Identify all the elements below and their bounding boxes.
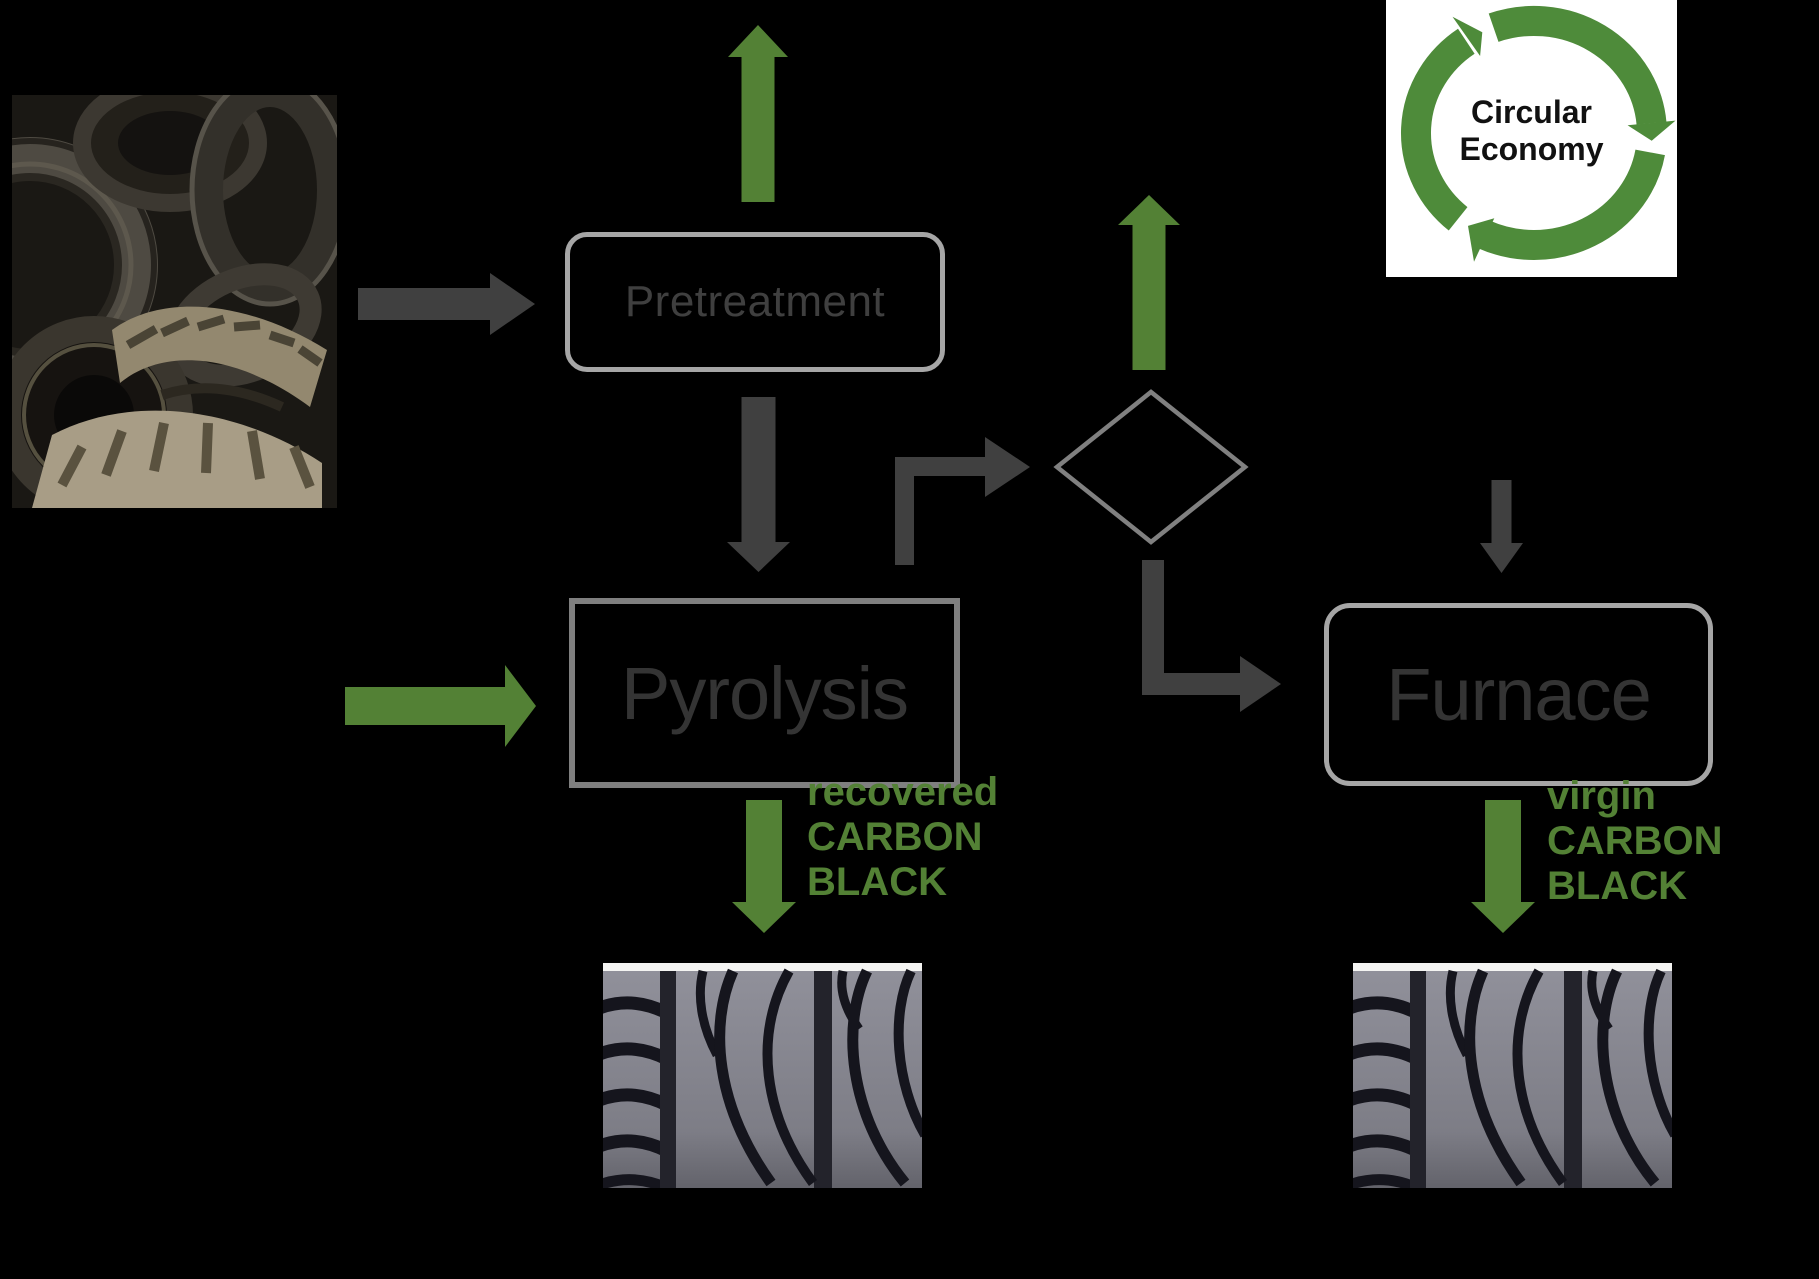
arrow-shape	[358, 273, 535, 335]
logo-line-1: Circular	[1471, 94, 1592, 130]
arrow-pyrolysis-to-tread-icon	[732, 800, 796, 933]
carbon-line: CARBON	[807, 815, 983, 859]
tire-tread-left-image	[603, 963, 922, 1188]
tread-lugs	[125, 314, 323, 367]
arrow-pretreatment-to-pyrolysis-icon	[727, 397, 790, 572]
virgin-carbon-black-label: virgin CARBON BLACK	[1547, 774, 1723, 909]
recovered-line: recovered	[807, 770, 999, 814]
tread-artwork	[603, 963, 922, 1188]
black-line: BLACK	[807, 860, 947, 904]
tire-tread-right-image	[1353, 963, 1672, 1188]
ring-arrowhead	[1627, 120, 1676, 141]
arrow-shape	[732, 800, 796, 933]
arrow-up-from-pretreatment-icon	[728, 25, 788, 202]
arrow-photo-to-pretreatment-icon	[358, 273, 535, 335]
pretreatment-box: Pretreatment	[565, 232, 945, 372]
furnace-box: Furnace	[1324, 603, 1713, 786]
waste-tires-photo	[12, 95, 337, 508]
diamond-shape	[1053, 389, 1249, 545]
arrow-shape	[1142, 560, 1281, 712]
tire-groove	[189, 95, 337, 307]
ring-arc	[1488, 6, 1667, 125]
logo-line-2: Economy	[1459, 131, 1604, 167]
arrow-decision-to-furnace-icon	[1142, 560, 1281, 712]
carbon-line: CARBON	[1547, 819, 1723, 863]
ring-arc	[1478, 149, 1665, 260]
tire-shape	[193, 95, 337, 303]
tread-artwork	[1353, 963, 1672, 1188]
recovered-carbon-black-label: recovered CARBON BLACK	[807, 770, 998, 905]
arrow-shape	[1118, 195, 1180, 370]
black-line: BLACK	[1547, 864, 1687, 908]
tire-rope	[160, 383, 285, 412]
circular-economy-logo: Circular Economy	[1386, 0, 1677, 277]
arrow-shape	[728, 25, 788, 202]
arrow-pyrolysis-to-decision-icon	[895, 437, 1030, 565]
tread-lugs	[57, 421, 315, 489]
arrow-up-from-decision-icon	[1118, 195, 1180, 370]
ring-arrowhead	[1452, 16, 1483, 56]
arrow-down-into-furnace-icon	[1480, 480, 1523, 573]
arrow-shape	[1471, 800, 1535, 933]
arrow-green-into-pyrolysis-icon	[345, 665, 536, 747]
recycle-ring-icon	[1401, 6, 1676, 262]
pretreatment-label: Pretreatment	[624, 277, 886, 326]
ring-arrowhead	[1468, 218, 1495, 262]
furnace-label: Furnace	[1386, 653, 1651, 736]
arrow-shape	[345, 665, 536, 747]
arrow-shape	[727, 397, 790, 572]
virgin-line: virgin	[1547, 774, 1656, 818]
circular-economy-text: Circular Economy	[1386, 94, 1677, 168]
pyrolysis-label: Pyrolysis	[620, 651, 909, 735]
pyrolysis-box: Pyrolysis	[569, 598, 960, 788]
ring-arc	[1401, 28, 1475, 231]
decision-diamond	[1053, 389, 1249, 545]
arrow-shape	[895, 437, 1030, 565]
arrow-shape	[1480, 480, 1523, 573]
arrow-furnace-to-tread-icon	[1471, 800, 1535, 933]
